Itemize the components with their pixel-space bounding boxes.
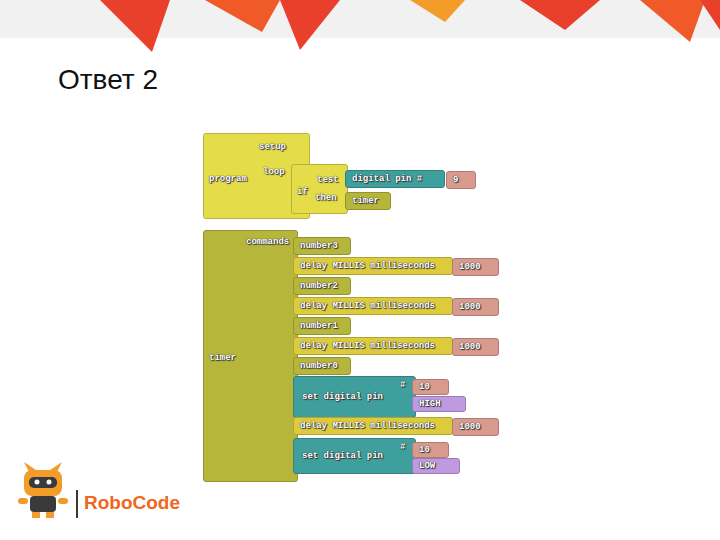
block-label: HIGH [419,399,441,410]
delay-block: 1000delay MILLIS milliseconds [293,257,453,275]
block-label: test [317,175,339,186]
delay-block: 1000delay MILLIS milliseconds [293,337,453,355]
if-block: 9digital pin #timeriftestthen [291,164,348,214]
block-label: delay MILLIS milliseconds [300,421,435,432]
triangle [640,0,705,42]
triangle [520,0,600,30]
block-label: number3 [300,241,338,252]
subroutine-call: number3 [293,237,351,255]
block-label: delay MILLIS milliseconds [300,261,435,272]
block-label: 10 [419,445,430,456]
block-label: digital pin # [352,174,422,185]
logo-divider [76,490,78,518]
block-label: timer [209,353,236,364]
block-label: if [297,187,308,198]
block-label: 10 [419,382,430,393]
subroutine-block: number31000delay MILLIS millisecondsnumb… [203,230,298,482]
number-value: 1000 [452,258,499,276]
pin-state: HIGH [412,396,466,412]
block-label: loop [263,167,285,178]
block-label: program [209,174,247,185]
block-label: then [315,193,337,204]
digital-pin-block: 9digital pin # [345,170,445,188]
number-value: 9 [446,171,476,189]
number-value: 1000 [452,338,499,356]
number-value: 10 [412,379,449,395]
block-label: number1 [300,321,338,332]
triangle [280,0,340,50]
set-pin-block: 10HIGHset digital pin# [293,376,416,418]
block-label: commands [246,237,289,248]
triangle [205,0,280,32]
block-label: set digital pin [302,392,383,403]
block-label: delay MILLIS milliseconds [300,301,435,312]
triangle [700,0,720,30]
subroutine-call: number0 [293,357,351,375]
block-label: 1000 [459,302,481,313]
number-value: 1000 [452,418,499,436]
logo-text: RoboCode [84,492,180,514]
number-value: 1000 [452,298,499,316]
block-label: number2 [300,281,338,292]
block-label: 1000 [459,422,481,433]
block-label: 1000 [459,262,481,273]
delay-block: 1000delay MILLIS milliseconds [293,417,453,435]
subroutine-call: timer [345,192,391,210]
block-label: timer [352,196,379,207]
block-label: # [400,380,405,391]
block-label: LOW [419,461,435,472]
pin-state: LOW [412,458,460,474]
block-label: 1000 [459,342,481,353]
number-value: 10 [412,442,449,458]
block-label: number0 [300,361,338,372]
delay-block: 1000delay MILLIS milliseconds [293,297,453,315]
robot-icon [18,462,68,518]
set-pin-block: 10LOWset digital pin# [293,438,416,474]
block-label: delay MILLIS milliseconds [300,341,435,352]
slide-title: Ответ 2 [58,64,158,96]
block-label: # [400,442,405,453]
triangle [100,0,170,52]
block-label: 9 [453,175,458,186]
program-block: 9digital pin #timeriftestthenprogramsetu… [203,133,310,219]
block-label: set digital pin [302,451,383,462]
subroutine-call: number1 [293,317,351,335]
subroutine-call: number2 [293,277,351,295]
triangle [410,0,465,22]
block-label: setup [259,142,286,153]
